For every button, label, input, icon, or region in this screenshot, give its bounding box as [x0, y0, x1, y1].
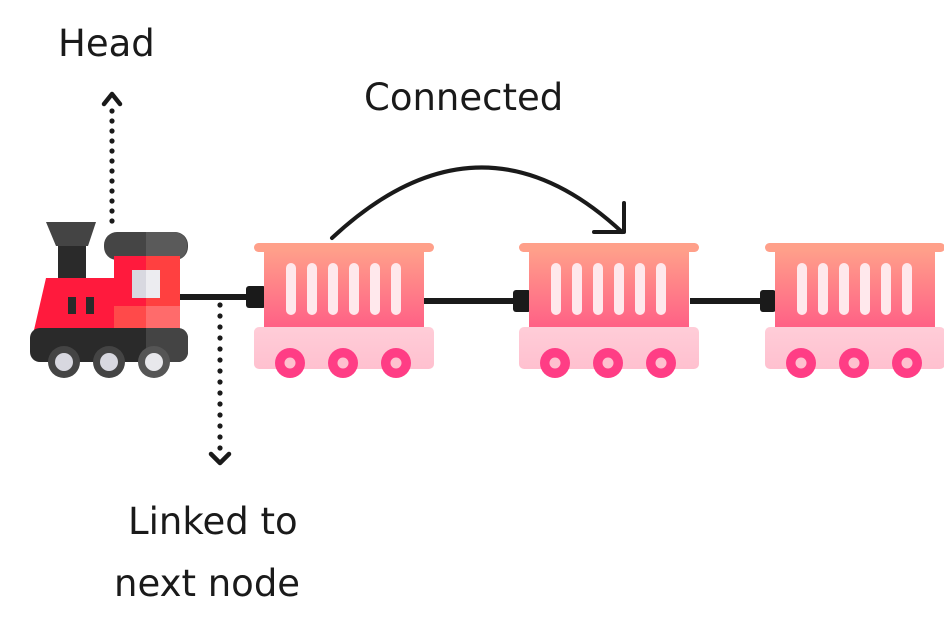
wagon-node-1 — [254, 243, 434, 378]
connected-label: Connected — [364, 76, 564, 119]
locomotive-icon — [30, 222, 188, 378]
wagon-node-3 — [765, 243, 944, 378]
head-pointer-arrow — [101, 91, 123, 224]
wagon-node-2 — [519, 243, 699, 378]
next-pointer-arrow — [208, 302, 232, 466]
linked-label-line2: next node — [114, 562, 301, 605]
coupling-links — [178, 286, 776, 312]
linked-label-line1: Linked to — [128, 500, 298, 543]
head-label: Head — [58, 22, 155, 65]
locomotive-wheels — [48, 346, 170, 378]
connected-arrow — [330, 165, 626, 240]
